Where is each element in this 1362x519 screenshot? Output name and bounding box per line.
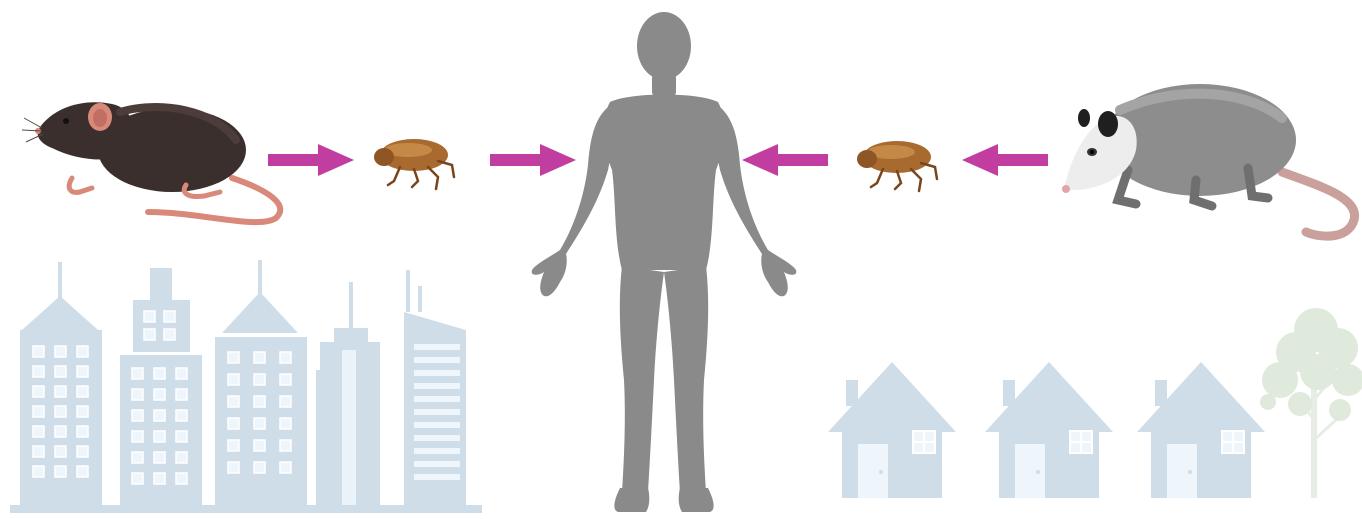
house-1 <box>828 362 956 498</box>
arrow-rat-to-flea <box>268 144 354 176</box>
skyscraper-2 <box>120 268 202 505</box>
skyscraper-1 <box>20 262 102 506</box>
urban-skyline <box>10 260 482 513</box>
arrow-opossum-to-flea <box>962 144 1048 176</box>
house-3 <box>1137 362 1265 498</box>
arrow-flea-to-human <box>490 144 576 176</box>
opossum-illustration <box>1062 84 1355 236</box>
rat-illustration <box>22 102 280 222</box>
flea-right <box>857 141 937 191</box>
suburban-houses <box>828 308 1362 498</box>
house-2 <box>985 362 1113 498</box>
skyscraper-5 <box>404 270 466 505</box>
tree <box>1260 308 1362 498</box>
flea-left <box>374 139 454 189</box>
skyscraper-3 <box>215 260 307 505</box>
human-figure <box>532 12 797 512</box>
skyscraper-4 <box>316 282 380 505</box>
arrow-flea-to-human-right <box>742 144 828 176</box>
